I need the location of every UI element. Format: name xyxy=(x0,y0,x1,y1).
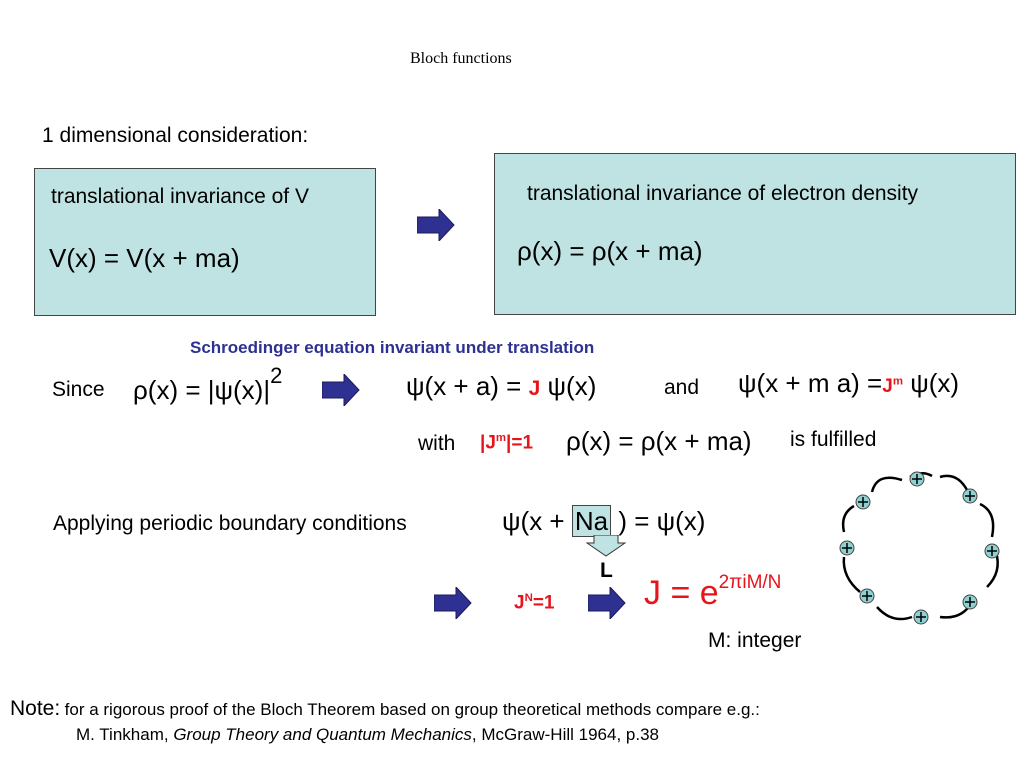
density-invariance-formula: ρ(x) = ρ(x + ma) xyxy=(566,426,752,456)
note-reference: M. Tinkham, Group Theory and Quantum Mec… xyxy=(76,725,659,745)
phase-factor-J: J xyxy=(528,377,541,400)
phase-factor-Jm: Jm xyxy=(882,375,903,397)
reference-tail: , McGraw-Hill 1964, p.38 xyxy=(471,725,659,744)
box-density-invariance: translational invariance of electron den… xyxy=(494,153,1016,315)
density-psi-exponent: 2 xyxy=(270,363,283,388)
density-psi-text: ρ(x) = |ψ(x)| xyxy=(133,375,271,405)
periodic-ring-diagram xyxy=(839,471,1000,625)
fulfilled-label: is fulfilled xyxy=(790,428,877,451)
right-arrow-icon xyxy=(434,587,472,619)
since-label: Since xyxy=(52,378,105,401)
length-L-label: L xyxy=(600,559,613,582)
psi-shift-ma-rhs: ψ(x) xyxy=(910,368,960,398)
psi-shift-a-lhs: ψ(x + a) = xyxy=(406,371,522,401)
right-arrow-icon xyxy=(588,587,626,619)
note-block: Note: for a rigorous proof of the Bloch … xyxy=(10,697,760,721)
psi-shift-a-formula: ψ(x + a) = J ψ(x) xyxy=(406,371,596,402)
na-box: Na xyxy=(571,505,612,537)
pbc-lhs: ψ(x + xyxy=(502,506,565,536)
note-label: Note: xyxy=(10,697,61,720)
box-right-text: translational invariance of electron den… xyxy=(527,182,919,205)
density-psi-formula: ρ(x) = |ψ(x)|2 xyxy=(133,363,282,406)
box-left-formula: V(x) = V(x + ma) xyxy=(49,243,240,273)
periodic-boundary-formula: ψ(x + Na ) = ψ(x) xyxy=(502,505,706,537)
box-right-formula: ρ(x) = ρ(x + ma) xyxy=(517,236,703,266)
psi-shift-a-rhs: ψ(x) xyxy=(547,371,597,401)
down-arrow-icon xyxy=(586,535,626,557)
page-title: Bloch functions xyxy=(410,50,512,67)
with-label: with xyxy=(418,432,456,455)
reference-title: Group Theory and Quantum Mechanics xyxy=(173,725,472,744)
periodic-boundary-label: Applying periodic boundary conditions xyxy=(53,512,407,535)
note-text: for a rigorous proof of the Bloch Theore… xyxy=(64,700,760,719)
reference-author: M. Tinkham, xyxy=(76,725,174,744)
m-integer-label: M: integer xyxy=(708,629,802,652)
pbc-rhs: ) = ψ(x) xyxy=(618,506,706,536)
bloch-phase-formula: J = e2πiM/N xyxy=(644,572,782,612)
schroedinger-note: Schroedinger equation invariant under tr… xyxy=(190,338,595,357)
box-potential-invariance: translational invariance of V V(x) = V(x… xyxy=(34,168,376,316)
box-left-text: translational invariance of V xyxy=(51,185,309,208)
section-heading: 1 dimensional consideration: xyxy=(42,124,309,147)
right-arrow-icon xyxy=(417,209,455,241)
psi-shift-ma-formula: ψ(x + m a) =Jm ψ(x) xyxy=(738,368,959,399)
JN-equals-one: JN=1 xyxy=(514,592,555,614)
right-arrow-icon xyxy=(322,374,360,406)
psi-shift-ma-lhs: ψ(x + m a) = xyxy=(738,368,883,398)
unit-modulus-condition: |Jm|=1 xyxy=(480,432,534,454)
and-label: and xyxy=(664,376,700,399)
